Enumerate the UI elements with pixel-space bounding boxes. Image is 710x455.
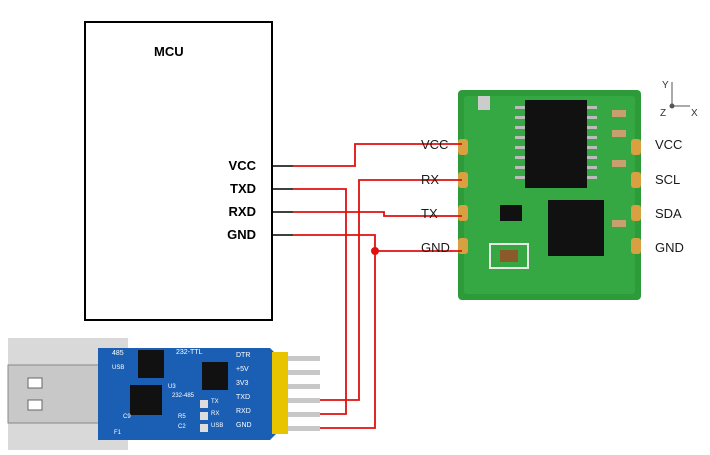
adapter-part-c9: C9 bbox=[123, 414, 131, 420]
sensor-left-pin-tx: TX bbox=[421, 206, 438, 221]
adapter-led-rx: RX bbox=[211, 411, 220, 417]
adapter-pin-5v: +5V bbox=[236, 366, 249, 373]
sensor-left-pin-vcc: VCC bbox=[421, 137, 449, 152]
adapter-pin-3v3: 3V3 bbox=[236, 380, 249, 387]
adapter-led-usb: USB bbox=[211, 423, 224, 429]
wire-txd bbox=[293, 188, 347, 415]
sensor-right-pin-gnd: GND bbox=[655, 240, 684, 255]
sensor-right-pads bbox=[631, 139, 641, 254]
adapter-part-r5: R5 bbox=[178, 414, 186, 420]
wires-red bbox=[293, 143, 462, 429]
mcu-block bbox=[84, 21, 273, 321]
sensor-square-chip bbox=[548, 200, 604, 256]
gnd-junction-dot bbox=[371, 247, 379, 255]
mcu-pin-gnd: GND bbox=[227, 227, 256, 242]
axis-indicator bbox=[669, 82, 690, 109]
sensor-board bbox=[458, 90, 641, 300]
sensor-left-pads bbox=[458, 139, 468, 254]
sensor-right-pin-scl: SCL bbox=[655, 172, 681, 187]
adapter-part-c2: C2 bbox=[178, 424, 186, 430]
mcu-pin-vcc: VCC bbox=[228, 158, 256, 173]
adapter-label-232-485: 232-485 bbox=[172, 393, 195, 399]
usb-adapter bbox=[7, 338, 320, 450]
wire-rx bbox=[320, 179, 462, 401]
mcu-pin-rxd: RXD bbox=[228, 204, 256, 219]
adapter-label-485: 485 bbox=[112, 350, 124, 357]
adapter-label-232ttl: 232-TTL bbox=[176, 349, 203, 356]
wire-gnd bbox=[293, 234, 462, 252]
sensor-right-pin-sda: SDA bbox=[655, 206, 682, 221]
adapter-pin-dtr: DTR bbox=[236, 352, 251, 359]
adapter-led-tx: TX bbox=[211, 399, 219, 405]
sensor-left-pin-rx: RX bbox=[421, 172, 440, 187]
wire-rxd bbox=[293, 211, 462, 217]
mcu-pin-txd: TXD bbox=[230, 181, 256, 196]
sensor-left-pin-gnd: GND bbox=[421, 240, 450, 255]
adapter-pin-rxd: RXD bbox=[236, 408, 251, 415]
adapter-label-u3: U3 bbox=[168, 384, 176, 390]
sensor-right-pin-vcc: VCC bbox=[655, 137, 683, 152]
wire-gnd-down bbox=[320, 251, 376, 429]
adapter-header-pins bbox=[272, 352, 320, 434]
adapter-pin-txd: TXD bbox=[236, 394, 250, 401]
mcu-title: MCU bbox=[154, 44, 184, 59]
adapter-part-f1: F1 bbox=[114, 430, 122, 436]
axis-y-label: Y bbox=[662, 80, 669, 91]
axis-z-label: Z bbox=[660, 108, 667, 119]
sensor-main-chip bbox=[525, 100, 587, 188]
wire-vcc bbox=[293, 143, 462, 167]
mcu-pin-stubs bbox=[273, 165, 293, 236]
axis-x-label: X bbox=[691, 108, 698, 119]
adapter-label-usb: USB bbox=[112, 365, 125, 371]
adapter-pin-gnd: GND bbox=[236, 422, 252, 429]
